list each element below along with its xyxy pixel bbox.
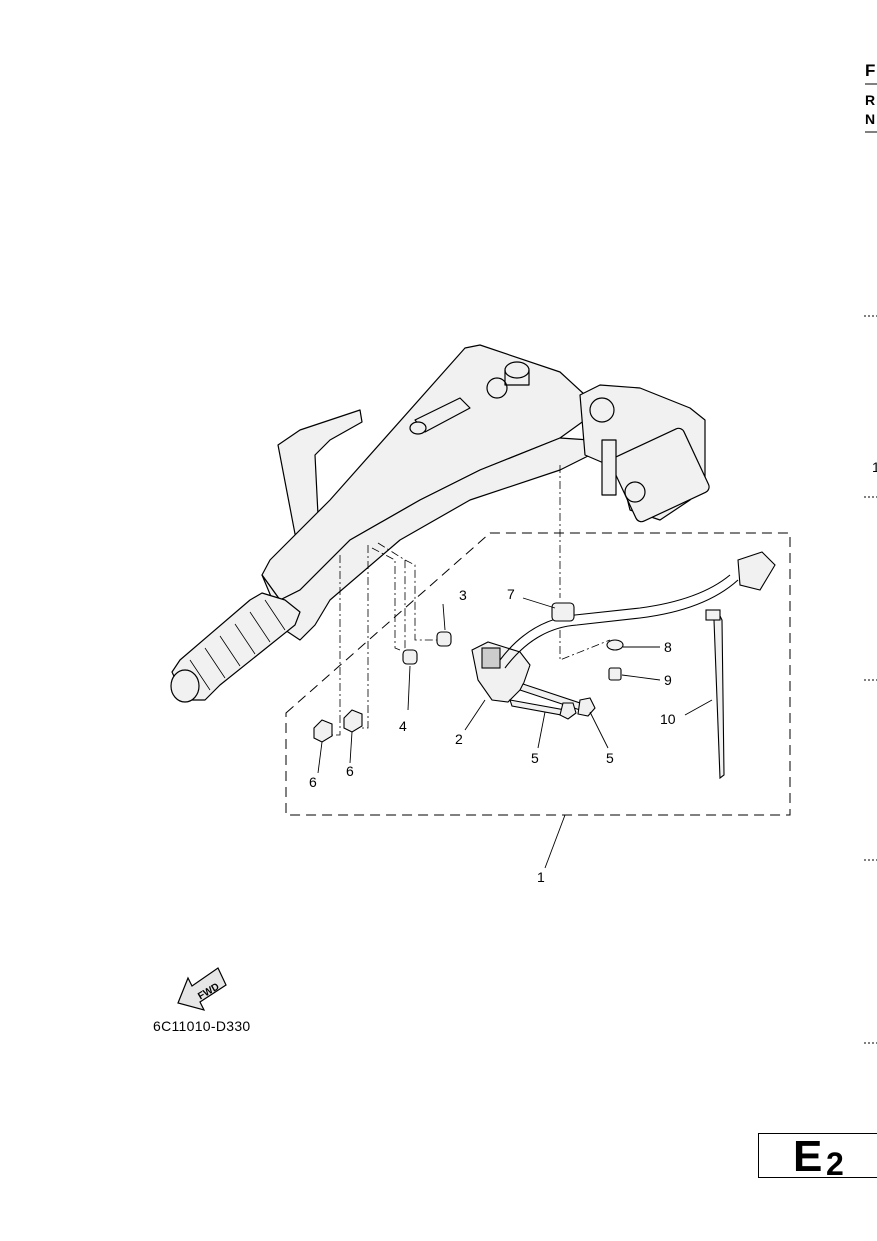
callout-2: 2 — [455, 731, 463, 747]
edge-letter-n: N — [865, 111, 875, 127]
part-9-screw — [608, 667, 622, 681]
edge-letter-f: F — [865, 61, 875, 80]
tiller-handle-drawing — [170, 344, 710, 703]
part-10-cable-tie — [709, 611, 725, 780]
kit-boundary — [285, 532, 791, 816]
part-8-washer — [606, 639, 624, 651]
edge-number-1: 1 — [872, 459, 877, 475]
callout-4: 4 — [399, 718, 407, 734]
grip-texture — [189, 599, 286, 691]
callout-5a: 5 — [531, 750, 539, 766]
drawing-code: 6C11010-D330 — [153, 1018, 251, 1034]
callout-8: 8 — [664, 639, 672, 655]
page-id-letter: E — [793, 1132, 823, 1181]
part-5-bolts — [509, 683, 596, 720]
edge-tick-marks — [864, 315, 877, 1044]
callout-9: 9 — [664, 672, 672, 688]
page-id-box: E 2 — [758, 1132, 877, 1182]
edge-letter-r: R — [865, 92, 875, 108]
callout-leaders — [317, 597, 713, 869]
part-6-nut-b — [343, 709, 363, 733]
callout-10: 10 — [660, 711, 676, 727]
callout-6a: 6 — [309, 774, 317, 790]
callout-3: 3 — [459, 587, 467, 603]
part-3-grommet — [436, 631, 452, 647]
part-4-grommet — [402, 649, 418, 665]
assembly-lines — [330, 465, 611, 736]
callout-5b: 5 — [606, 750, 614, 766]
callout-6b: 6 — [346, 763, 354, 779]
fwd-arrow: FWD — [177, 967, 227, 1011]
part-7-harness — [499, 574, 739, 669]
kit-parts — [313, 551, 776, 780]
callout-1: 1 — [537, 869, 545, 885]
connector — [737, 551, 776, 591]
callout-7: 7 — [507, 586, 515, 602]
part-6-nut-a — [313, 719, 333, 743]
part-2-switch — [471, 641, 531, 703]
page-id-number: 2 — [826, 1146, 844, 1182]
